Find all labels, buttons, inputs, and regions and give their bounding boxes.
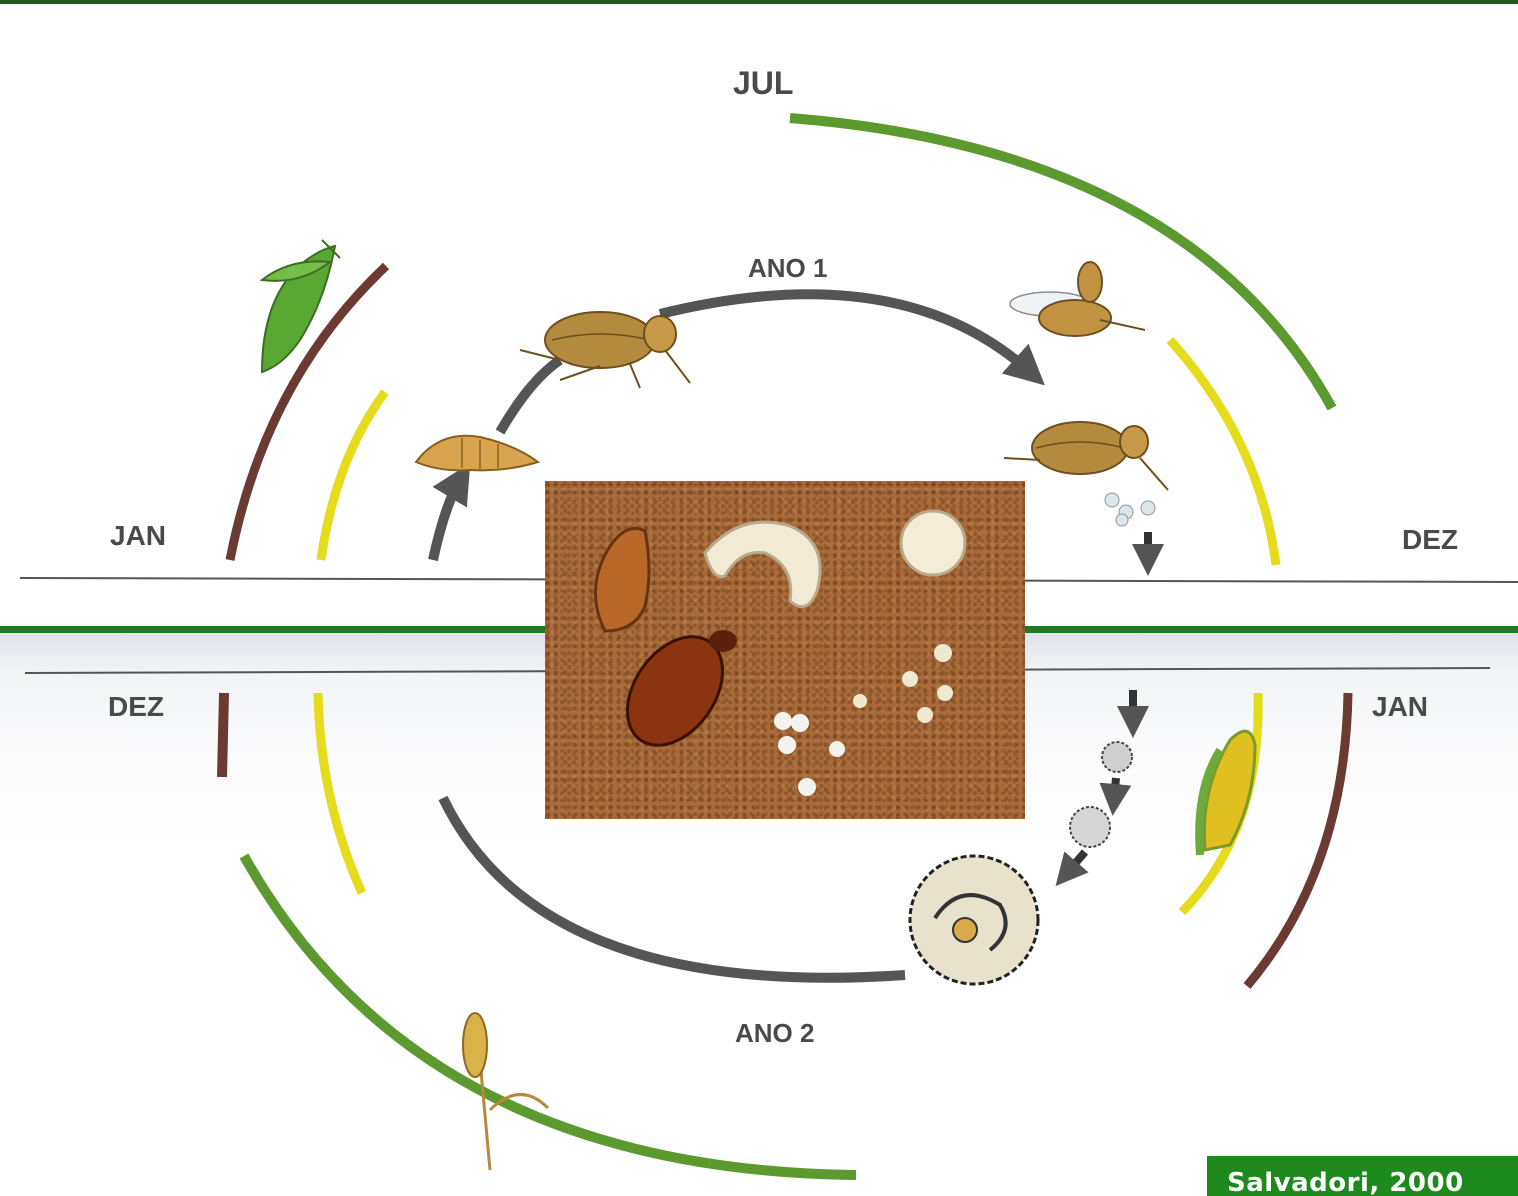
- small-larva-icon: [1070, 742, 1132, 847]
- eggs-icon: [1105, 493, 1155, 526]
- month-label-dez-top: DEZ: [1402, 524, 1458, 555]
- flying-beetle-icon: [1010, 262, 1145, 336]
- corn-ear-icon: [1199, 731, 1255, 855]
- crop-season-arc-top: [790, 118, 1332, 408]
- adult-period-arc-bottom-left: [318, 693, 362, 893]
- life-stages-photo: [545, 481, 1025, 819]
- cycle-arc-ano2: [443, 798, 905, 978]
- beetle-photo-icon: [608, 619, 742, 763]
- pupa-icon: [416, 436, 538, 471]
- small-grubs-photo-icon: [853, 644, 953, 723]
- source-credit: Salvadori, 2000: [1207, 1156, 1518, 1196]
- cycle-arc-ano1: [660, 294, 1030, 372]
- host-crop-arc-bottom-left: [222, 693, 224, 777]
- larva-icon: [910, 856, 1038, 984]
- pupa-photo-icon: [595, 529, 649, 632]
- host-crop-arc-bottom-right: [1247, 693, 1348, 986]
- month-label-jul: JUL: [733, 65, 793, 101]
- year-label-ano2: ANO 2: [735, 1018, 814, 1048]
- crop-season-arc-bottom: [244, 856, 856, 1175]
- grub-photo-icon: [705, 522, 820, 607]
- larva-down-arrow-2: [1114, 778, 1116, 800]
- month-label-dez-bottom: DEZ: [108, 691, 164, 722]
- pupa-to-adult-arrow: [433, 480, 460, 560]
- month-label-jan-bottom: JAN: [1372, 691, 1428, 722]
- adult-period-arc-top-right: [1170, 340, 1276, 565]
- cycle-arc-ano1-left: [500, 360, 560, 432]
- year-label-ano1: ANO 1: [748, 253, 827, 283]
- egg-laying-beetle-icon: [1004, 422, 1168, 490]
- eggs-photo-icon: [774, 712, 845, 796]
- adult-period-arc-top-left: [321, 392, 385, 560]
- young-grub-photo-icon: [901, 511, 965, 575]
- month-label-jan-top: JAN: [110, 520, 166, 551]
- larva-down-arrow-3: [1066, 852, 1085, 874]
- pea-pod-icon: [262, 240, 340, 372]
